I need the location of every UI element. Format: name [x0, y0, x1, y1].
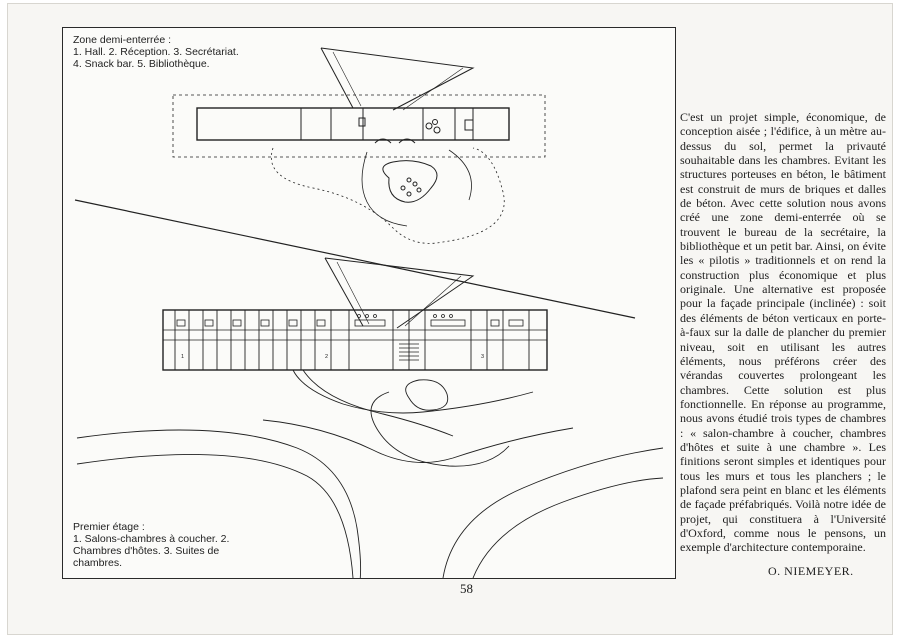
upper-plan-title: Zone demi-enterrée :: [73, 34, 172, 46]
book-page: 1 2 3 Zone demi-enterrée : 1. Hall. 2. R…: [8, 4, 892, 634]
room-number-1: 1: [181, 354, 184, 360]
lower-plan-caption: Premier étage : 1. Salons-chambres à cou…: [73, 521, 263, 569]
upper-plan-caption: Zone demi-enterrée : 1. Hall. 2. Récepti…: [73, 34, 313, 70]
page-number: 58: [460, 581, 473, 596]
plan-frame: 1 2 3 Zone demi-enterrée : 1. Hall. 2. R…: [62, 27, 676, 579]
upper-plan-legend-line-2: 4. Snack bar. 5. Bibliothèque.: [73, 58, 210, 70]
upper-pond: [382, 160, 438, 203]
article-text: C'est un projet simple, économique, de c…: [680, 110, 886, 555]
upper-building-outline: [196, 107, 510, 141]
upper-plan-legend-line-1: 1. Hall. 2. Réception. 3. Secrétariat.: [73, 46, 239, 58]
room-number-3: 3: [481, 354, 484, 360]
room-number-2: 2: [325, 354, 328, 360]
lower-plan-legend-line-2: Chambres d'hôtes. 3. Suites de: [73, 545, 220, 557]
lower-plan-legend-line-3: chambres.: [73, 557, 123, 569]
lower-plan-legend-line-1: 1. Salons-chambres à coucher. 2.: [73, 533, 230, 545]
author-signature: O. NIEMEYER.: [768, 564, 854, 578]
upper-terrace-dashed: [172, 94, 546, 158]
lower-pond: [405, 379, 449, 411]
lower-plan-title: Premier étage :: [73, 521, 145, 533]
architectural-plans: 1 2 3: [74, 47, 664, 578]
